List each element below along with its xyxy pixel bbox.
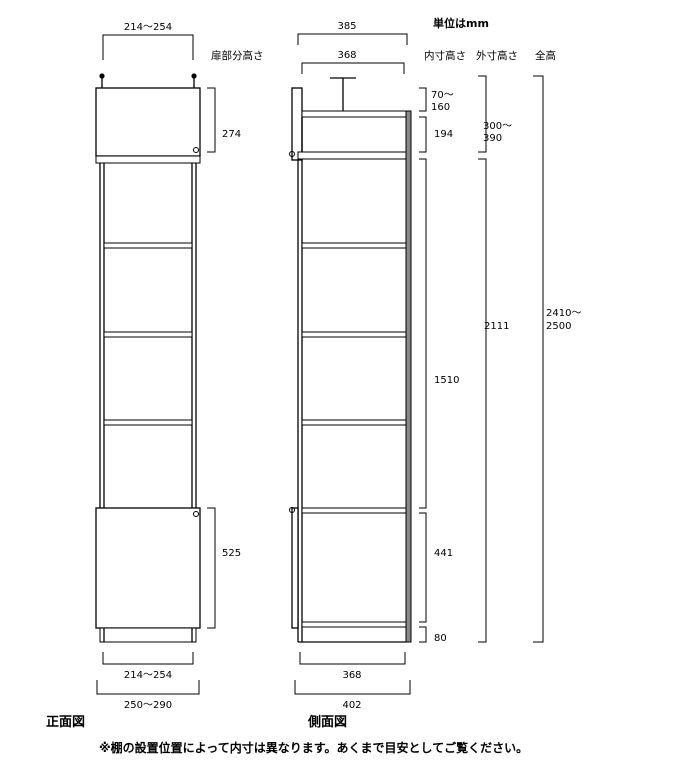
- upper-door-knob: [193, 147, 199, 153]
- inner-middle-dimension: [419, 158, 427, 509]
- upper-door-height-label: 274: [222, 129, 241, 140]
- inner-upper-compartment-dimension: [419, 116, 427, 153]
- front-lower-door: [95, 507, 201, 629]
- inner-height-header: 内寸高さ: [424, 49, 466, 62]
- side-shelf-2: [301, 331, 407, 338]
- side-back-panel: [405, 110, 412, 643]
- inner-lower-dimension: [419, 512, 427, 623]
- side-shelf-4: [301, 507, 407, 514]
- inner-top-gap-label-2: 160: [431, 102, 450, 113]
- side-top-inner-depth-label: 368: [337, 50, 356, 61]
- upper-door-height-dimension: [207, 87, 216, 153]
- left-bolt-head: [99, 73, 105, 79]
- inner-base-dimension: [419, 626, 427, 643]
- lower-door-height-label: 525: [222, 548, 241, 559]
- side-top-shelf: [297, 151, 411, 160]
- front-shelf-2: [103, 331, 193, 338]
- side-bottom-board: [301, 621, 407, 628]
- side-upper-door: [291, 87, 303, 161]
- inner-top-gap-label-1: 70〜: [431, 90, 454, 101]
- side-bottom-inner-depth-dimension: [299, 652, 406, 665]
- front-top-shelf: [95, 155, 201, 164]
- side-top-board: [301, 110, 407, 118]
- outer-upper-dimension: [478, 75, 487, 153]
- side-lower-knob: [289, 507, 295, 513]
- front-inner-width-label: 214〜254: [124, 670, 172, 681]
- inner-top-gap-dimension: [419, 87, 427, 112]
- side-bottom-inner-depth-label: 368: [342, 670, 361, 681]
- right-bolt-head: [191, 73, 197, 79]
- side-view: 385 368 70〜 160 194: [289, 21, 581, 730]
- inner-upper-compartment-label: 194: [434, 129, 453, 140]
- lower-door-knob: [193, 511, 199, 517]
- inner-base-label: 80: [434, 633, 447, 644]
- outer-height-header: 外寸高さ: [476, 49, 518, 62]
- front-outer-width-dimension: [96, 680, 200, 695]
- total-height-label-2: 2500: [546, 321, 571, 332]
- lower-door-height-dimension: [207, 507, 216, 629]
- side-bottom-outer-depth-dimension: [294, 680, 411, 695]
- side-bottom-outer-depth-label: 402: [342, 700, 361, 711]
- side-shelf-3: [301, 419, 407, 426]
- front-inner-width-dimension: [102, 652, 194, 665]
- front-outer-width-label: 250〜290: [124, 700, 172, 711]
- side-upper-knob: [289, 151, 295, 157]
- front-top-width-label: 214〜254: [124, 22, 172, 33]
- inner-middle-label: 1510: [434, 375, 459, 386]
- outer-upper-label-1: 300〜: [483, 121, 512, 132]
- front-view: 214〜254 274 525 214〜254: [46, 22, 241, 730]
- front-upper-door: [95, 87, 201, 157]
- side-shelf-1: [301, 242, 407, 249]
- outer-main-dimension: [478, 158, 487, 643]
- inner-lower-label: 441: [434, 548, 453, 559]
- door-height-header: 扉部分高さ: [211, 49, 264, 62]
- unit-label: 単位はmm: [433, 16, 489, 30]
- total-height-header: 全高: [535, 49, 556, 62]
- front-shelf-1: [103, 242, 193, 249]
- total-height-dimension: [533, 75, 544, 643]
- front-view-caption: 正面図: [46, 715, 85, 730]
- side-top-outer-depth-label: 385: [337, 21, 356, 32]
- side-top-inner-depth-dimension: [301, 62, 405, 74]
- total-height-label-1: 2410〜: [546, 308, 581, 319]
- footer-note: ※棚の設置位置によって内寸は異なります。あくまで目安としてご覧ください。: [99, 740, 528, 755]
- front-plinth: [99, 627, 197, 643]
- outer-main-label: 2111: [484, 321, 509, 332]
- side-top-outer-depth-dimension: [297, 33, 408, 45]
- side-lower-door: [291, 507, 299, 629]
- side-view-caption: 側面図: [307, 714, 347, 730]
- front-top-width-dimension: [102, 34, 194, 60]
- outer-upper-label-2: 390: [483, 133, 502, 144]
- front-shelf-3: [103, 419, 193, 426]
